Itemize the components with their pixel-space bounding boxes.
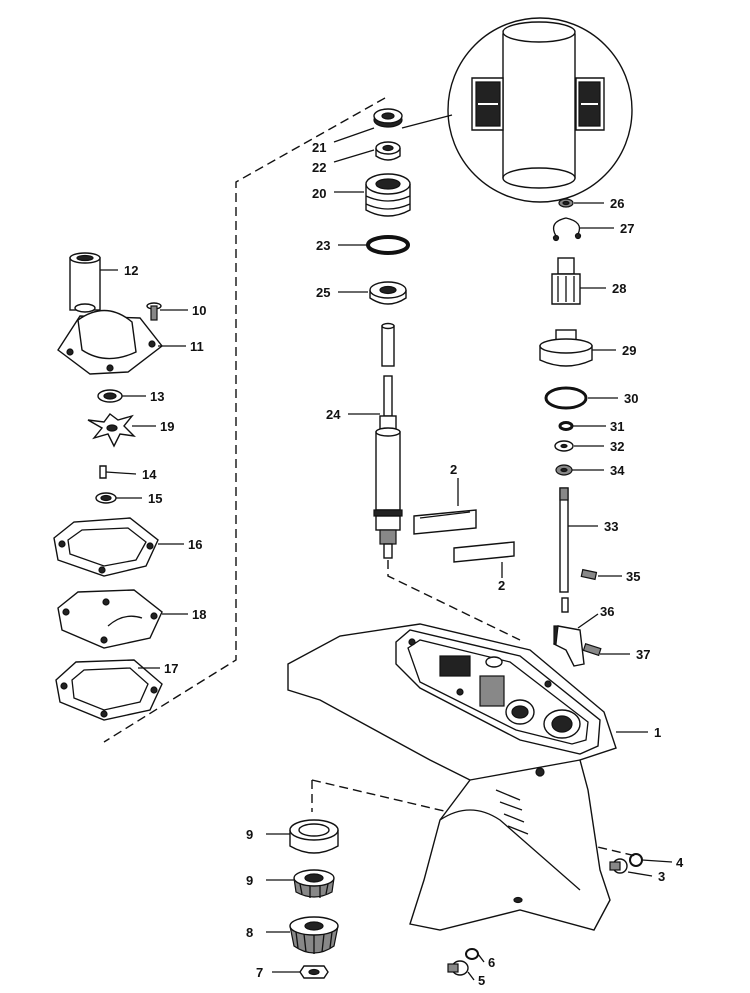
- gasket-17: [55, 659, 163, 721]
- shift-cam-36: [553, 625, 585, 667]
- pump-housing-11: [57, 303, 163, 375]
- screw-35: [580, 568, 598, 581]
- washer-6: [465, 948, 479, 960]
- leader-lines: [100, 127, 673, 981]
- shift-shaft-33: [559, 487, 569, 613]
- label-7: 7: [256, 965, 263, 980]
- label-2-lower: 2: [498, 578, 505, 593]
- label-34: 34: [610, 463, 625, 478]
- label-32: 32: [610, 439, 624, 454]
- label-16: 16: [188, 537, 202, 552]
- bearing-carrier-20: [365, 173, 411, 217]
- label-10: 10: [192, 303, 206, 318]
- label-37: 37: [636, 647, 650, 662]
- label-6: 6: [488, 955, 495, 970]
- fill-screw-5: [447, 960, 469, 976]
- label-3: 3: [658, 869, 665, 884]
- ball-bearing-25: [369, 281, 407, 305]
- label-36: 36: [600, 604, 614, 619]
- label-26: 26: [610, 196, 624, 211]
- label-21: 21: [312, 140, 326, 155]
- label-4: 4: [676, 855, 684, 870]
- shaft-assembly-line: [387, 560, 521, 641]
- drive-shaft-24: [373, 322, 403, 559]
- washer-4: [629, 853, 643, 867]
- bushing-28: [551, 257, 581, 305]
- screw-10: [146, 302, 162, 321]
- o-ring-31: [558, 421, 574, 431]
- screw-37: [582, 642, 602, 657]
- label-30: 30: [624, 391, 638, 406]
- seal-detail-inset: [447, 17, 633, 203]
- inset-leader: [401, 114, 453, 129]
- label-31: 31: [610, 419, 624, 434]
- nut-26: [558, 198, 574, 208]
- impeller-19: [87, 413, 136, 448]
- bearing-race-9: [289, 819, 339, 854]
- face-plate-18: [57, 589, 163, 649]
- gear-housing-1: [287, 623, 617, 931]
- snap-ring-27: [552, 217, 582, 242]
- label-28: 28: [612, 281, 626, 296]
- label-35: 35: [626, 569, 640, 584]
- label-9-race: 9: [246, 827, 253, 842]
- gasket-16: [53, 517, 159, 577]
- nut-34: [555, 464, 573, 476]
- label-19: 19: [160, 419, 174, 434]
- o-ring-30: [544, 386, 588, 410]
- shim-2-upper: [413, 509, 477, 535]
- label-29: 29: [622, 343, 636, 358]
- o-ring-23: [366, 235, 410, 255]
- label-12: 12: [124, 263, 138, 278]
- washer-15: [95, 492, 117, 504]
- label-20: 20: [312, 186, 326, 201]
- label-17: 17: [164, 661, 178, 676]
- label-25: 25: [316, 285, 330, 300]
- seal-21: [373, 108, 403, 128]
- label-8: 8: [246, 925, 253, 940]
- pinion-gear-8: [289, 916, 339, 954]
- label-9-bearing: 9: [246, 873, 253, 888]
- shim-2-lower: [453, 541, 515, 563]
- label-14: 14: [142, 467, 157, 482]
- label-23: 23: [316, 238, 330, 253]
- pinion-assembly-line: [311, 779, 637, 857]
- bearing-22: [375, 141, 401, 161]
- washer-32: [554, 440, 574, 452]
- label-27: 27: [620, 221, 634, 236]
- pinion-nut-7: [299, 965, 329, 979]
- tube-12: [69, 252, 101, 311]
- part-labels: 21 22 20 23 25 24 12 10 11 13 19 14 15 1…: [124, 140, 684, 988]
- tapered-bearing-9: [293, 869, 335, 898]
- label-22: 22: [312, 160, 326, 175]
- key-14: [99, 465, 107, 479]
- washer-13: [97, 389, 123, 403]
- label-1: 1: [654, 725, 661, 740]
- label-5: 5: [478, 973, 485, 988]
- label-33: 33: [604, 519, 618, 534]
- retainer-29: [539, 329, 593, 367]
- label-24: 24: [326, 407, 341, 422]
- label-2-upper: 2: [450, 462, 457, 477]
- vent-screw-3: [609, 858, 628, 874]
- pump-assembly-line: [103, 97, 386, 743]
- label-13: 13: [150, 389, 164, 404]
- label-15: 15: [148, 491, 162, 506]
- label-18: 18: [192, 607, 206, 622]
- label-11: 11: [190, 339, 204, 354]
